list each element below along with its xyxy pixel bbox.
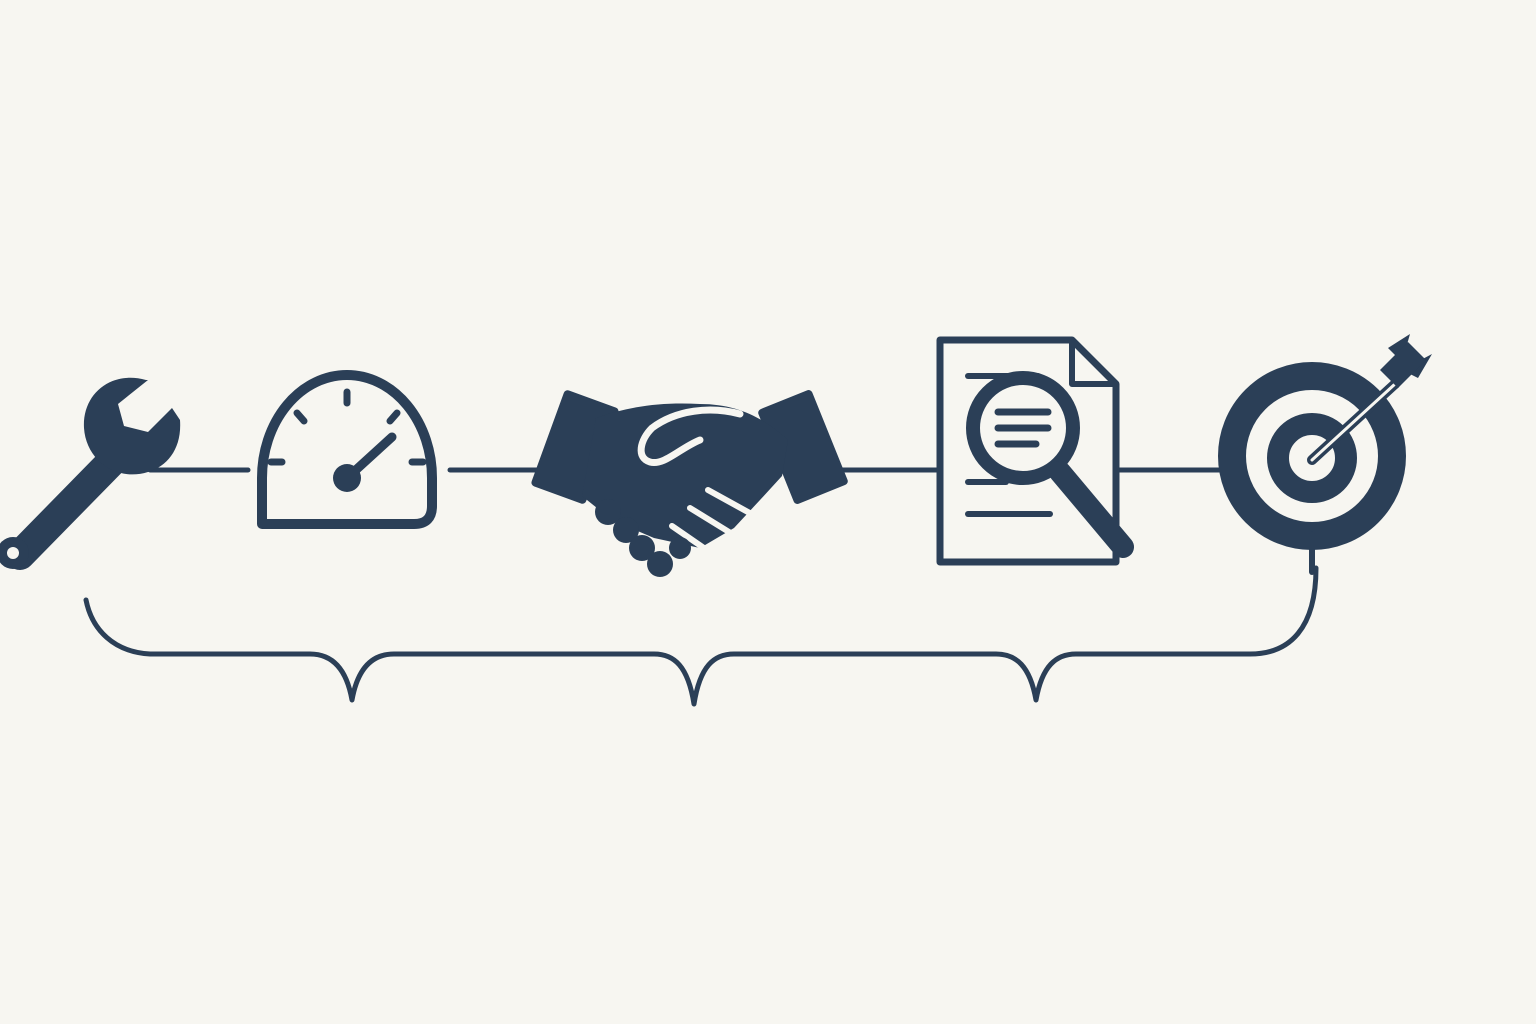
target-arrow-icon	[1218, 334, 1432, 575]
speedometer-icon	[257, 370, 437, 529]
document-search-icon	[936, 336, 1134, 566]
curly-brace	[83, 565, 1319, 707]
wrench-icon	[0, 377, 181, 570]
handshake-icon	[531, 390, 848, 577]
